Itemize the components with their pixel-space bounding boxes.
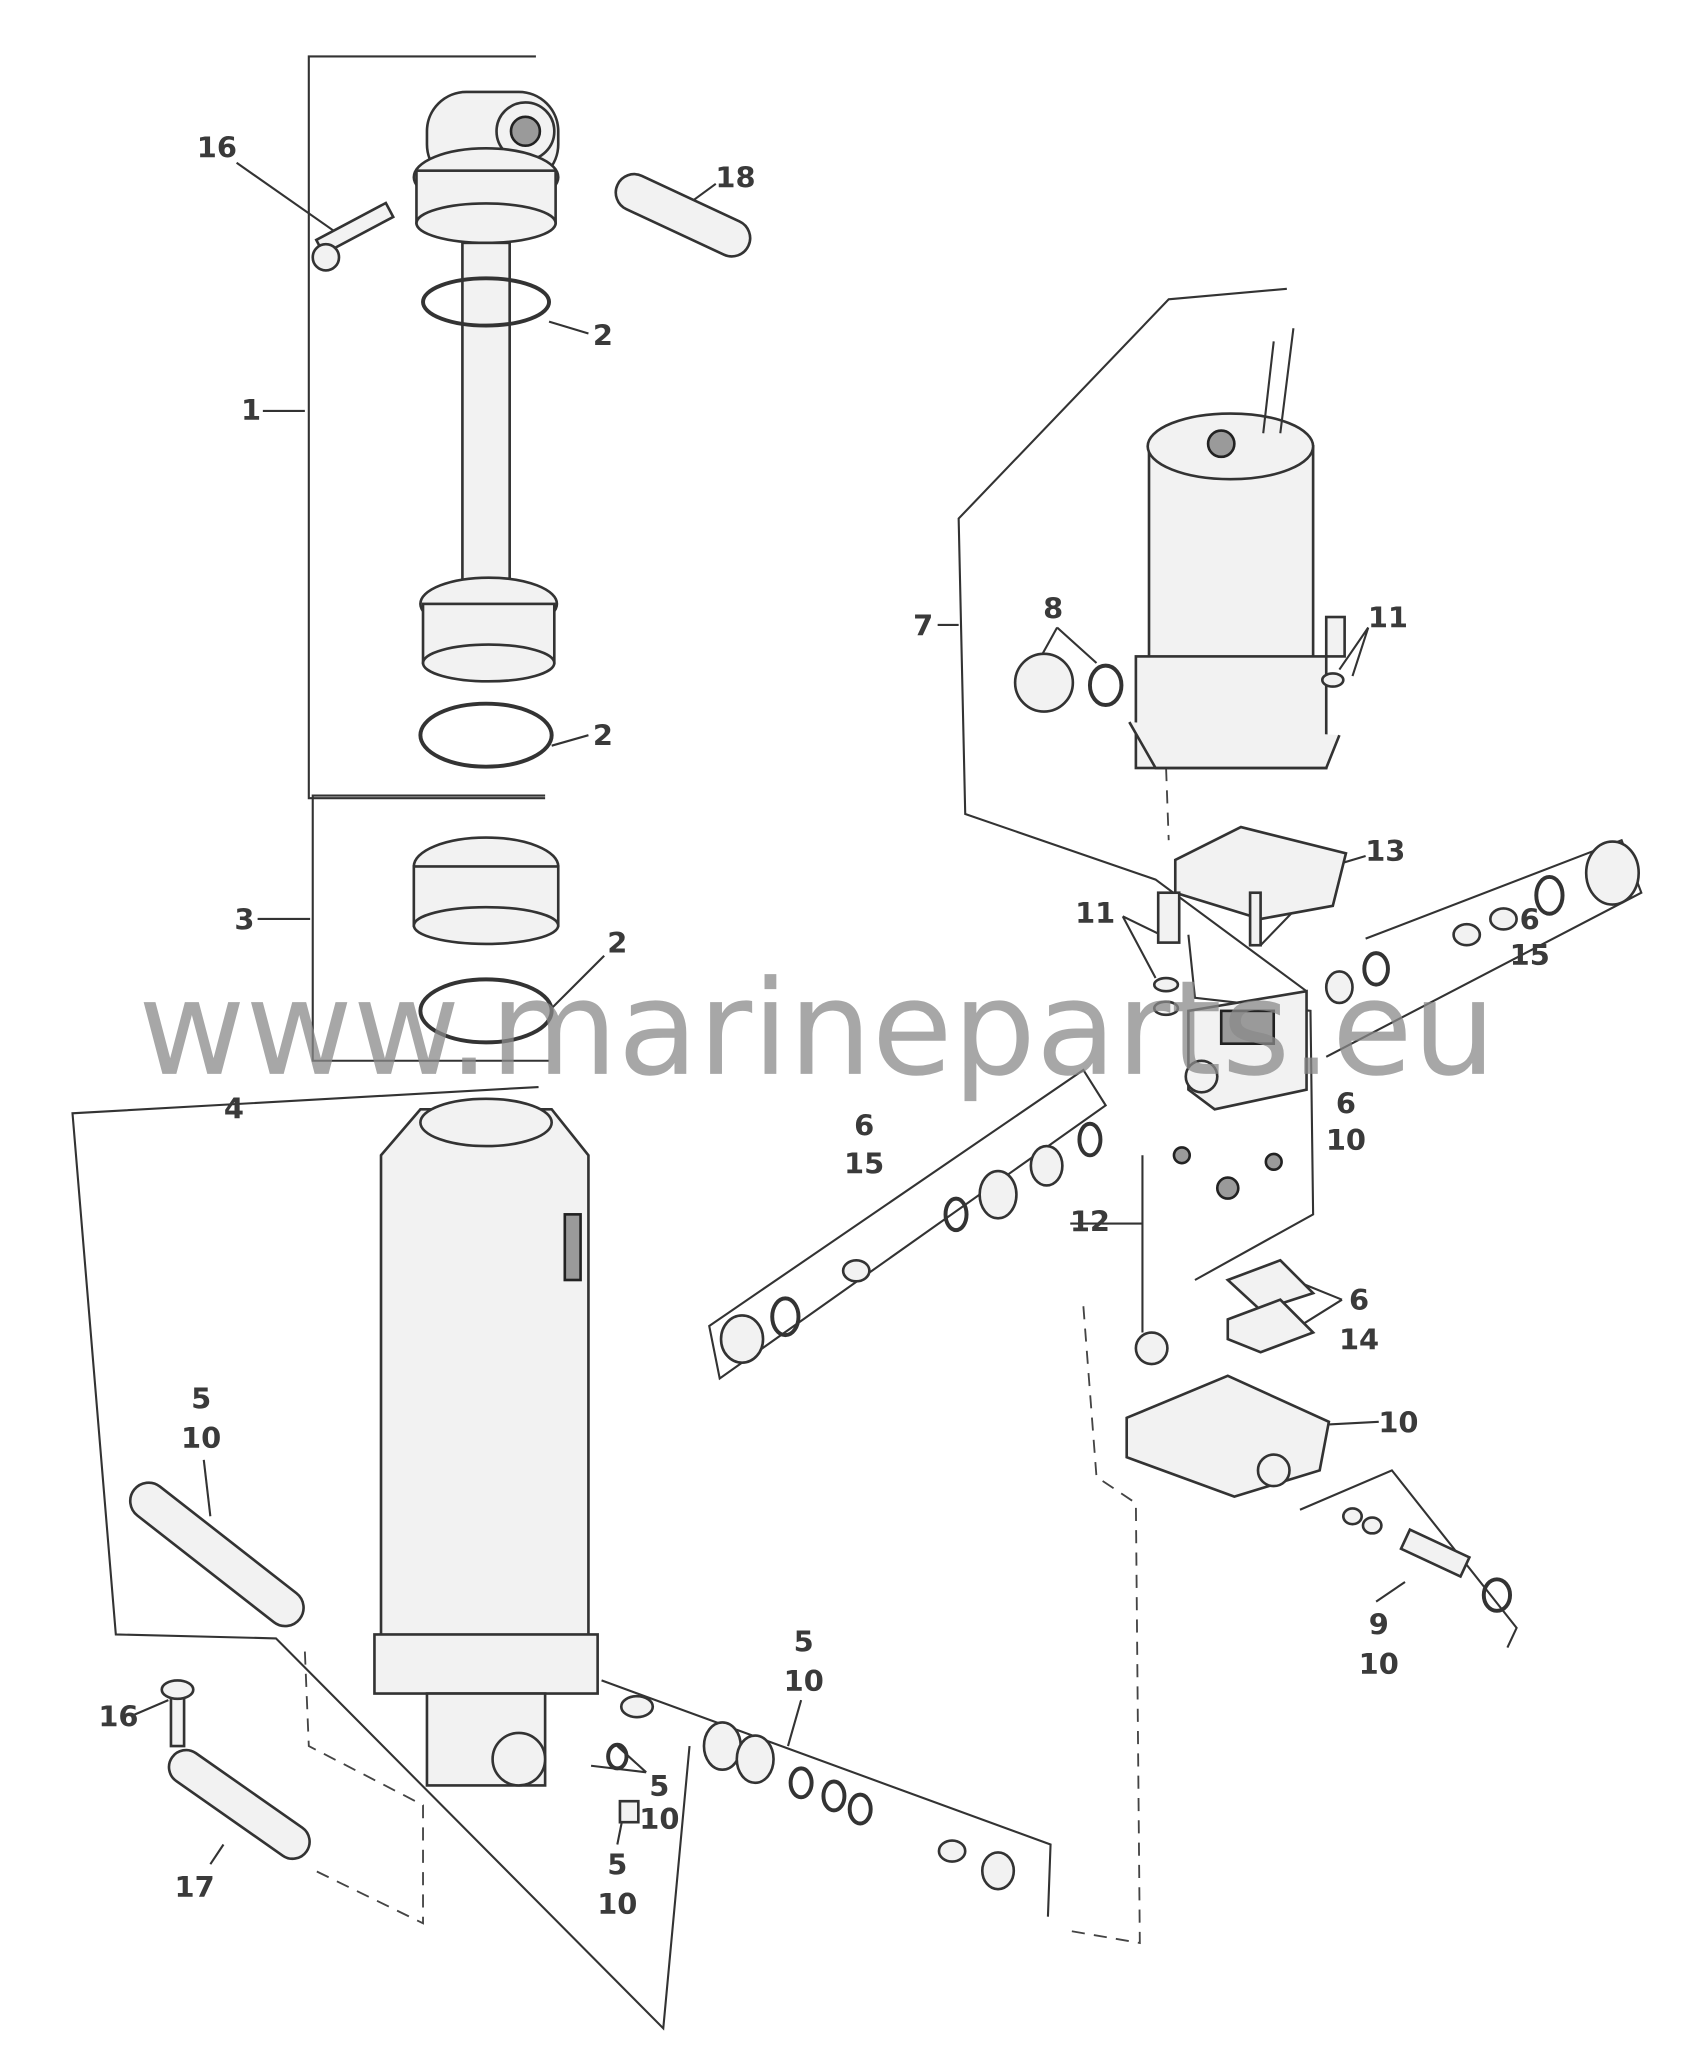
callout-label: 10: [784, 1664, 824, 1698]
callout-label: 13: [1365, 834, 1405, 868]
callout-label: 5: [649, 1769, 669, 1803]
callout-label: 5: [191, 1382, 211, 1416]
callout-label: 15: [1510, 938, 1550, 972]
trim-cylinder-rod-assembly: [412, 90, 560, 1045]
callout-label: 10: [1326, 1123, 1366, 1157]
valve-block: [1125, 989, 1331, 1499]
callout-label: 9: [1369, 1607, 1389, 1641]
callout-label: 7: [913, 608, 933, 642]
callout-label: 6: [1349, 1283, 1369, 1317]
callout-label: 5: [607, 1848, 627, 1882]
callout-label: 1: [241, 393, 261, 427]
callout-label: 16: [197, 131, 237, 165]
callout-label: 6: [854, 1109, 874, 1143]
callout-label: 11: [1075, 896, 1115, 930]
valve-components: [606, 840, 1641, 1891]
callout-label: 10: [1359, 1647, 1399, 1681]
callout-label: 10: [1378, 1405, 1418, 1439]
callout-label: 4: [224, 1092, 244, 1126]
callout-label: 12: [1070, 1204, 1110, 1238]
callout-label: 16: [98, 1699, 138, 1733]
callout-label: 11: [1368, 601, 1408, 635]
callout-label: 15: [844, 1147, 884, 1181]
callout-label: 17: [174, 1870, 214, 1904]
callout-label: 18: [715, 161, 755, 195]
callout-label: 8: [1043, 591, 1063, 625]
callout-label: 5: [794, 1625, 814, 1659]
callout-label: 2: [607, 926, 627, 960]
callout-label: 10: [639, 1802, 679, 1836]
callout-label: 2: [593, 719, 613, 753]
pump-motor: [1013, 328, 1348, 1017]
callout-label: 14: [1339, 1323, 1379, 1357]
callout-label: 10: [597, 1887, 637, 1921]
pins-and-bolts: [128, 172, 752, 1861]
callout-label: 6: [1336, 1086, 1356, 1120]
trim-cylinder-body: [373, 1097, 599, 1787]
callout-label: 3: [234, 902, 254, 936]
callout-label: 2: [593, 318, 613, 352]
callout-labels: 16 18 2 1 2 3 2 4 7 8 11 13 11 6 15 6 10…: [98, 131, 1549, 1922]
callout-label: 10: [181, 1421, 221, 1455]
callout-label: 6: [1520, 902, 1540, 936]
watermark: www.marineparts.eu: [138, 952, 1496, 1105]
